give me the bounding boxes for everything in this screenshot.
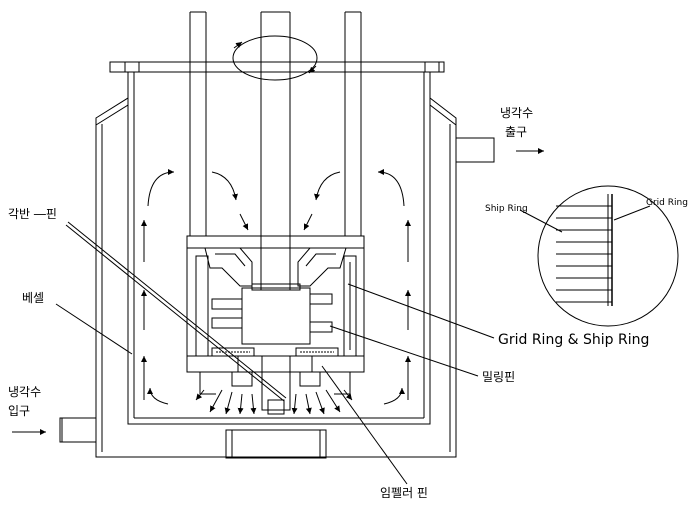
detail-grid-ring-label: Grid Ring [646,198,688,208]
flow-arrows-right [303,169,411,405]
main-shaft [260,11,291,290]
grid-ship-ring-label: Grid Ring & Ship Ring [498,332,649,348]
milling-chamber [186,235,365,415]
rotation-indicator [232,35,318,81]
impeller-pin-label: 임펠러 핀 [380,486,428,500]
vessel-wall [109,61,445,425]
milling-pin-label: 밀링핀 [482,370,515,384]
coolant-outlet-label-line1: 냉각수 [500,106,533,120]
detail-ship-ring-label: Ship Ring [485,204,528,214]
coolant-inlet-label-line2: 입구 [8,404,30,418]
left-rod [189,11,207,236]
cooling-jacket [95,96,457,459]
ring-detail-view [519,185,679,327]
flow-arrows-left [141,169,249,405]
leader-lines [55,221,495,485]
coolant-inlet-nozzle [59,417,97,443]
coolant-outlet-nozzle [455,137,495,163]
agitator-pin-label: 각반 ―핀 [8,207,57,221]
coolant-inlet-label-line1: 냉각수 [8,385,41,399]
coolant-outlet-label-line2: 출구 [505,125,527,139]
vessel-label: 베셀 [22,291,44,305]
right-rod [344,11,362,236]
discharge-arrows [195,389,353,415]
